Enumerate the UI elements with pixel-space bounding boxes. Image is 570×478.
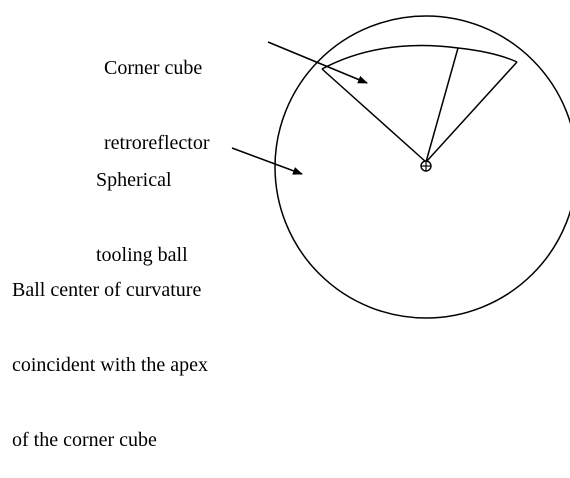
corner-cube-label: Corner cube retroreflector	[104, 6, 209, 181]
corner-cube-label-line-1: Corner cube	[104, 57, 203, 79]
ball-center-label-line-1: Ball center of curvature	[12, 279, 202, 301]
cube-edge-middle	[425, 47, 459, 163]
tooling-ball-label-line-1: Spherical	[96, 169, 172, 191]
cube-edge-left	[321, 68, 427, 163]
cube-front-face-arc	[321, 44, 518, 70]
ball-center-label: Ball center of curvature coincident with…	[12, 228, 208, 478]
retroreflector-diagram	[231, 15, 570, 319]
tooling-ball-circle	[274, 15, 570, 319]
ball-center-label-line-3: of the corner cube	[12, 429, 157, 451]
tooling-ball-label-line-2: tooling ball	[96, 244, 188, 266]
center-of-curvature-marker	[420, 160, 432, 172]
corner-cube-retroreflector	[321, 44, 518, 163]
tooling-ball-label: Spherical tooling ball	[96, 118, 188, 293]
cube-edge-right	[425, 61, 518, 163]
arrow-to-corner-cube	[267, 41, 368, 84]
ball-center-label-line-2: coincident with the apex	[12, 354, 209, 376]
corner-cube-label-line-2: retroreflector	[104, 132, 210, 154]
arrow-to-tooling-ball	[231, 147, 303, 175]
